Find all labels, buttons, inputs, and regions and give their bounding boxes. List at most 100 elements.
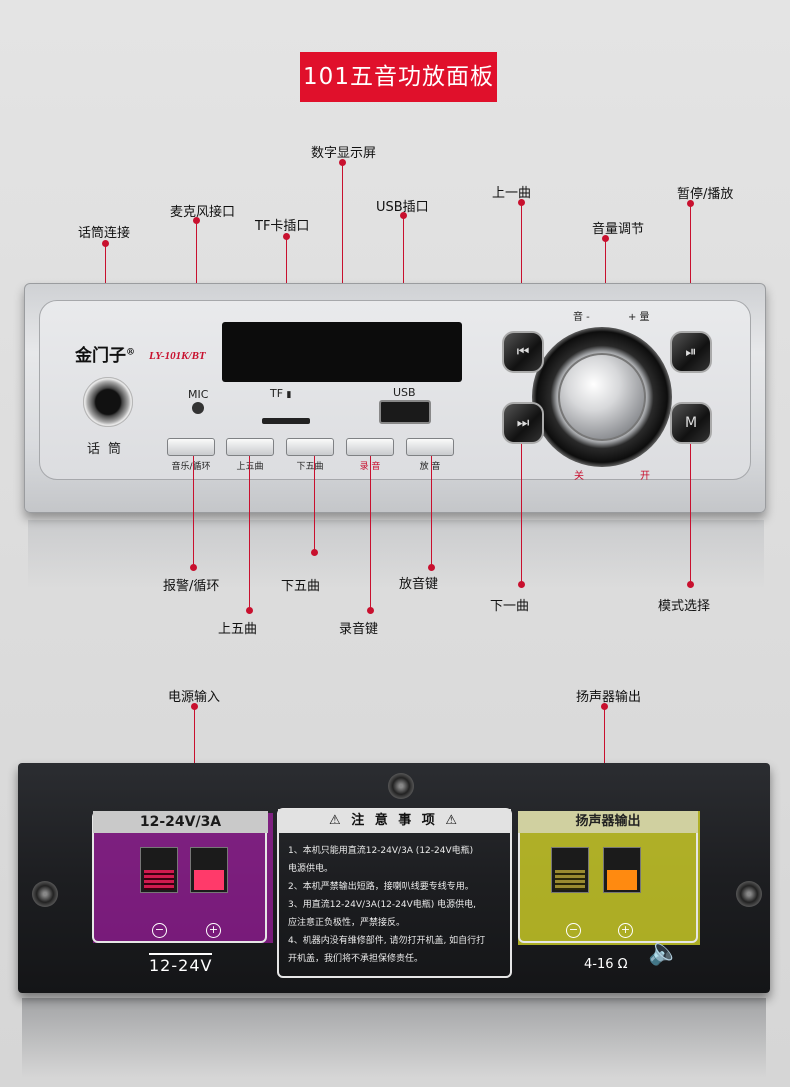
front-panel: 金门子® LY-101K/BT 话筒 MIC TF ▮ USB 音乐/循环 上五… — [24, 283, 766, 513]
callout-play-pause: 暂停/播放 — [677, 187, 734, 202]
callout-playback-key: 放音键 — [399, 577, 439, 592]
next-five-label: 下五曲 — [296, 462, 324, 472]
terminal-clip-icon — [607, 870, 637, 890]
rear-panel-reflection — [22, 998, 766, 1078]
callout-line-next-five — [311, 456, 318, 556]
mode-button[interactable]: M — [670, 402, 712, 444]
skip-forward-icon: ⏭ — [516, 415, 530, 431]
minus-icon: − — [566, 923, 581, 938]
notes-heading-text: 注 意 事 项 — [351, 813, 438, 828]
microphone-jack[interactable] — [83, 377, 133, 427]
power-heading: 12-24V/3A — [93, 811, 268, 833]
record-button[interactable] — [346, 438, 394, 456]
power-off-label: 关 — [574, 471, 584, 482]
callout-line-display — [339, 159, 346, 347]
prev-five-label: 上五曲 — [220, 459, 280, 472]
model-number: LY-101K/BT — [149, 350, 206, 362]
power-terminal-negative[interactable] — [140, 847, 178, 893]
brand-name: 金门子 — [75, 346, 126, 366]
note-line: 应注意正负极性，严禁接反。 — [288, 918, 406, 928]
callout-line-playback-key — [428, 456, 435, 571]
note-line: 电源供电。 — [288, 864, 334, 874]
note-line: 开机盖，我们将不承担保修责任。 — [288, 954, 424, 964]
callout-line-prev-five — [246, 456, 253, 614]
terminal-clip-icon — [144, 870, 174, 890]
play-pause-icon: ⏯ — [685, 344, 697, 360]
next-track-button[interactable]: ⏭ — [502, 402, 544, 444]
power-on-label: 开 — [640, 471, 650, 482]
prev-track-button[interactable]: ⏮ — [502, 331, 544, 373]
callout-next: 下一曲 — [490, 599, 530, 614]
speaker-impedance: 4-16 Ω — [584, 957, 628, 972]
rear-panel: 12-24V/3A − + 12-24V ⚠ 注 意 事 项 ⚠ 1、本机只能用… — [18, 763, 770, 993]
music-loop-label: 音乐/循环 — [171, 462, 211, 472]
callout-line-play-pause — [687, 200, 694, 351]
callout-alarm-loop: 报警/循环 — [163, 579, 220, 594]
mic-label: MIC — [188, 388, 209, 401]
power-voltage: 12-24V — [149, 953, 213, 975]
music-loop-button[interactable] — [167, 438, 215, 456]
tf-label: TF ▮ — [270, 387, 292, 400]
speaker-icon: 🔈 — [648, 937, 681, 967]
sd-card-icon: ▮ — [286, 390, 292, 400]
play-pause-button[interactable]: ⏯ — [670, 331, 712, 373]
volume-plus-label: + 量 — [628, 312, 650, 323]
callout-line-next — [518, 444, 525, 588]
warning-icon: ⚠ — [329, 813, 344, 828]
digital-display — [222, 322, 462, 382]
callout-line-alarm-loop — [190, 456, 197, 571]
callout-volume: 音量调节 — [592, 222, 645, 237]
speaker-terminal-positive[interactable] — [603, 847, 641, 893]
callout-line-record-key — [367, 456, 374, 614]
terminal-clip-icon — [555, 870, 585, 890]
front-panel-reflection — [28, 520, 764, 590]
callout-display: 数字显示屏 — [311, 146, 377, 161]
callout-mic-port: 麦克风接口 — [170, 205, 236, 220]
callout-next-five: 下五曲 — [281, 579, 321, 594]
prev-five-button[interactable] — [226, 438, 274, 456]
note-line: 1、本机只能用直流12-24V/3A (12-24V电瓶) — [288, 846, 474, 856]
tf-card-slot[interactable] — [262, 418, 310, 424]
callout-line-mode-select — [687, 444, 694, 588]
brand-mark: ® — [126, 347, 135, 358]
warning-icon: ⚠ — [445, 813, 460, 828]
volume-minus-label: 音 - — [573, 312, 590, 323]
usb-label: USB — [393, 386, 416, 399]
screw-icon — [736, 881, 762, 907]
speaker-terminal-negative[interactable] — [551, 847, 589, 893]
minus-icon: − — [152, 923, 167, 938]
note-line: 4、机器内没有维修部件, 请勿打开机盖, 如自行打 — [288, 936, 486, 946]
callout-usb-port: USB插口 — [376, 200, 429, 215]
page-title: 101五音功放面板 — [300, 52, 497, 102]
mode-icon: M — [684, 415, 698, 431]
skip-back-icon: ⏮ — [516, 344, 530, 360]
tf-label-text: TF — [270, 387, 284, 400]
callout-mode-select: 模式选择 — [658, 599, 711, 614]
plus-icon: + — [618, 923, 633, 938]
brand-logo: 金门子® — [75, 341, 135, 366]
callout-power-input: 电源输入 — [168, 690, 221, 705]
power-terminal-positive[interactable] — [190, 847, 228, 893]
volume-knob[interactable] — [558, 353, 646, 441]
playback-label: 放 音 — [419, 462, 441, 472]
note-line: 3、用直流12-24V/3A(12-24V电瓶) 电源供电, — [288, 900, 477, 910]
callout-line-prev — [518, 199, 525, 352]
screw-icon — [388, 773, 414, 799]
note-line: 2、本机严禁输出短路，接喇叭线要专线专用。 — [288, 882, 474, 892]
playback-button[interactable] — [406, 438, 454, 456]
callout-mic-connect: 话筒连接 — [78, 226, 131, 241]
mic-port[interactable] — [192, 402, 204, 414]
next-five-button[interactable] — [286, 438, 334, 456]
callout-record-key: 录音键 — [339, 622, 379, 637]
speaker-heading: 扬声器输出 — [518, 811, 698, 833]
callout-speaker-output: 扬声器输出 — [576, 690, 642, 705]
plus-icon: + — [206, 923, 221, 938]
notes-heading: ⚠ 注 意 事 项 ⚠ — [278, 809, 511, 833]
callout-tf-slot: TF卡插口 — [255, 219, 310, 234]
screw-icon — [32, 881, 58, 907]
terminal-clip-icon — [194, 870, 224, 890]
power-input-highlight — [93, 813, 273, 943]
usb-port[interactable] — [379, 400, 431, 424]
microphone-jack-label: 话筒 — [87, 442, 130, 457]
callout-prev-five: 上五曲 — [218, 622, 258, 637]
